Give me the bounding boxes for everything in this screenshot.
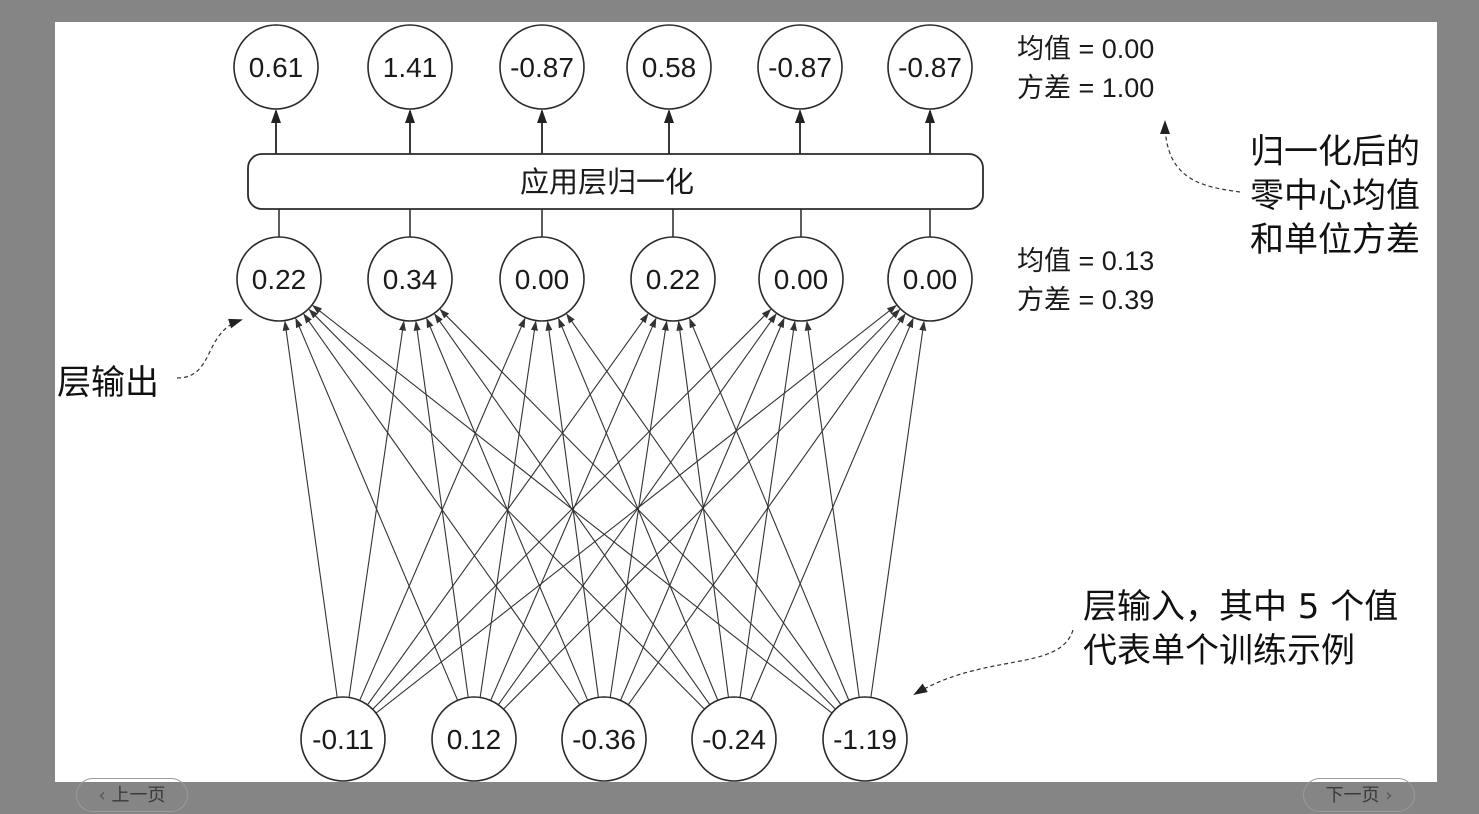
layer-output-node-0-value: 0.22: [252, 264, 307, 295]
edge-input-2-to-output-0: [303, 313, 581, 706]
normalized-output-node-3-circle: [626, 24, 712, 110]
edge-input-4-to-output-0: [312, 304, 833, 714]
layer-input-node-1-circle: [431, 696, 517, 782]
normalized-output-node-3-value: 0.58: [642, 52, 697, 83]
layer-output-node-4-circle: [758, 236, 844, 322]
annotation-layer-input-arrow: [913, 629, 1074, 696]
layer-input-node-1-value: 0.12: [447, 724, 502, 755]
annotation-normalized-arrow: [1160, 120, 1241, 193]
mid-variance-text: 方差 = 0.39: [1017, 285, 1154, 315]
layer-input-node-3-circle: [691, 696, 777, 782]
mid-mean-text: 均值 = 0.13: [1017, 246, 1154, 276]
edge-input-4-to-output-2: [566, 313, 842, 705]
normalized-output-node-2-value: -0.87: [510, 52, 574, 83]
layer-output-node-1: 0.34: [367, 236, 453, 322]
annotation-layer-output-arrow: [176, 318, 243, 379]
layer-norm-box: 应用层归一化: [247, 153, 984, 210]
normalized-output-node-4-value: -0.87: [768, 52, 832, 83]
layer-input-node-1: 0.12: [431, 696, 517, 782]
edge-input-0-to-output-0: [282, 320, 338, 698]
edge-input-0-to-output-5: [375, 304, 897, 714]
normalized-output-node-0-value: 0.61: [249, 52, 304, 83]
network-nodes: 0.61 1.41 -0.87 0.58 -0.87 -0.87 0.22 0.34 0.00 0…: [233, 24, 973, 782]
layer-output-node-4-value: 0.00: [774, 264, 829, 295]
annotation-normalized-line2: 零中心均值: [1250, 176, 1420, 216]
edge-input-3-to-output-5: [749, 317, 914, 701]
layer-input-node-2-value: -0.36: [572, 724, 636, 755]
layer-output-node-4: 0.00: [758, 236, 844, 322]
normalized-output-node-2: -0.87: [499, 24, 585, 110]
normalized-output-node-1: 1.41: [367, 24, 453, 110]
layer-input-node-2: -0.36: [561, 696, 647, 782]
annotation-normalized-line3: 和单位方差: [1250, 220, 1420, 260]
annotation-layer-input-line2: 代表单个训练示例: [1083, 631, 1355, 671]
layer-output-node-2: 0.00: [499, 236, 585, 322]
edge-input-4-to-output-4: [804, 320, 860, 698]
top-mean-text: 均值 = 0.00: [1017, 34, 1154, 64]
layer-output-node-2-value: 0.00: [515, 264, 570, 295]
layer-output-node-1-value: 0.34: [383, 264, 438, 295]
layer-input-node-0-circle: [300, 696, 386, 782]
layer-output-node-3-value: 0.22: [646, 264, 701, 295]
edge-input-2-to-output-4: [620, 317, 785, 701]
normalized-output-node-2-circle: [499, 24, 585, 110]
layer-input-node-0: -0.11: [300, 696, 386, 782]
annotation-layer-input-line1: 层输入，其中 5 个值: [1083, 587, 1398, 627]
layer-input-node-3: -0.24: [691, 696, 777, 782]
normalized-output-node-5: -0.87: [887, 24, 973, 110]
output-arrows: [271, 109, 935, 237]
next-page-label: 下一页: [1325, 785, 1380, 806]
edge-input-1-to-output-2: [479, 320, 538, 698]
normalized-output-node-4-circle: [757, 24, 843, 110]
layer-input-node-4-value: -1.19: [833, 724, 897, 755]
layer-input-node-2-circle: [561, 696, 647, 782]
chevron-left-icon: ‹: [98, 785, 106, 806]
edge-input-3-to-output-0: [308, 308, 705, 710]
layer-input-node-3-value: -0.24: [702, 724, 766, 755]
top-variance-text: 方差 = 1.00: [1017, 73, 1154, 103]
layer-output-node-1-circle: [367, 236, 453, 322]
layer-input-node-0-value: -0.11: [312, 724, 374, 755]
chevron-right-icon: ›: [1385, 785, 1393, 806]
edge-input-3-to-output-4: [739, 320, 797, 698]
next-page-button[interactable]: 下一页 ›: [1303, 778, 1415, 812]
prev-page-button[interactable]: ‹ 上一页: [76, 778, 188, 812]
prev-page-label: 上一页: [111, 785, 166, 806]
layer-output-node-2-circle: [499, 236, 585, 322]
normalized-output-node-0: 0.61: [233, 24, 319, 110]
layer-norm-box-label: 应用层归一化: [520, 165, 694, 199]
edge-input-1-to-output-0: [295, 317, 459, 701]
layer-output-node-5-value: 0.00: [903, 264, 958, 295]
edge-input-4-to-output-5: [870, 320, 927, 698]
layer-output-node-3: 0.22: [630, 236, 716, 322]
annotation-layer-output: 层输出: [57, 363, 159, 403]
layer-input-node-4-circle: [822, 696, 908, 782]
normalized-output-node-1-circle: [367, 24, 453, 110]
layer-output-node-3-circle: [630, 236, 716, 322]
normalized-output-node-5-value: -0.87: [898, 52, 962, 83]
layer-input-node-4: -1.19: [822, 696, 908, 782]
annotation-normalized-line1: 归一化后的: [1250, 132, 1420, 172]
normalized-output-node-5-circle: [887, 24, 973, 110]
layer-output-node-0-circle: [236, 236, 322, 322]
edge-input-4-to-output-1: [439, 308, 836, 710]
normalized-output-node-0-circle: [233, 24, 319, 110]
layer-output-node-5: 0.00: [887, 236, 973, 322]
layer-output-node-5-circle: [887, 236, 973, 322]
normalized-output-node-4: -0.87: [757, 24, 843, 110]
connection-edges: [282, 304, 927, 714]
edge-input-1-to-output-5: [503, 308, 901, 710]
layer-output-node-0: 0.22: [236, 236, 322, 322]
normalized-output-node-1-value: 1.41: [383, 52, 438, 83]
edge-input-4-to-output-3: [689, 317, 850, 701]
edge-input-2-to-output-5: [627, 313, 906, 706]
normalized-output-node-3: 0.58: [626, 24, 712, 110]
